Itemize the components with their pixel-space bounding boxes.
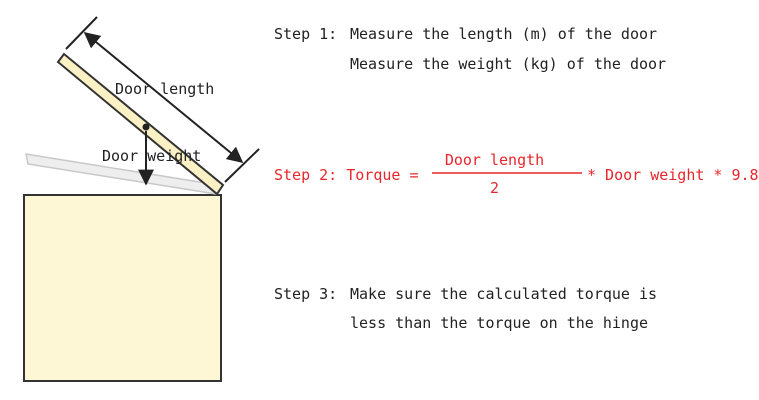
step3-prefix: Step 3:	[274, 285, 338, 303]
length-tick-bottom	[224, 148, 260, 183]
step2-suffix: * Door weight * 9.8	[587, 166, 759, 184]
step2-prefix: Step 2: Torque =	[274, 166, 419, 184]
torque-denominator: 2	[489, 179, 500, 197]
length-tick-top	[65, 16, 98, 50]
step1-prefix: Step 1:	[274, 25, 338, 43]
door-length-arrow	[83, 31, 244, 164]
step1-line1: Measure the length (m) of the door	[350, 25, 658, 43]
center-of-mass-dot	[142, 123, 150, 131]
step3-line1: Make sure the calculated torque is	[350, 285, 658, 303]
step1-line2: Measure the weight (kg) of the door	[350, 55, 667, 73]
door-length-label: Door length	[115, 80, 215, 98]
door-frame-box	[23, 194, 222, 382]
door-weight-label: Door weight	[102, 147, 202, 165]
torque-numerator: Door length	[444, 151, 545, 169]
step3-line2: less than the torque on the hinge	[350, 314, 649, 332]
